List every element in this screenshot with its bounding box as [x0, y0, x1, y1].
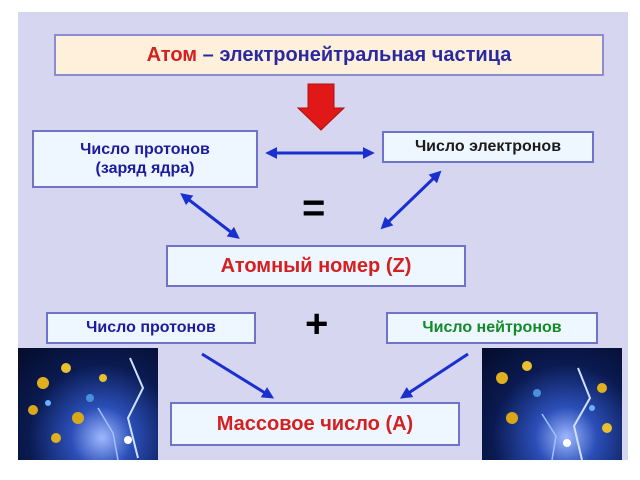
atomic-number-box: Атомный номер (Z)	[166, 245, 466, 287]
title-box: Атом – электронейтральная частица	[54, 34, 604, 76]
particles-illustration-right	[496, 361, 612, 460]
slide: Атом – электронейтральная частица Число …	[18, 12, 628, 460]
electrons-label: Число электронов	[414, 138, 562, 156]
protons-charge-line1: Число протонов	[80, 140, 210, 158]
protons-charge-line2: (заряд ядра)	[95, 160, 195, 177]
title-atom: Атом	[146, 44, 198, 66]
particles-image-left	[18, 348, 158, 460]
protons-charge-box: Число протонов (заряд ядра)	[32, 130, 258, 188]
plus-sign: +	[305, 302, 329, 346]
title-rest: – электронейтральная частица	[197, 44, 512, 66]
protons-box: Число протонов	[46, 312, 256, 344]
neutrons-label: Число нейтронов	[422, 319, 562, 337]
equals-sign: =	[302, 186, 326, 230]
neutrons-box: Число нейтронов	[386, 312, 598, 344]
electrons-box: Число электронов	[382, 131, 594, 163]
down-arrow	[296, 83, 346, 131]
mass-number-box: Массовое число (А)	[170, 402, 460, 446]
electrons-atomic-arrow	[380, 170, 442, 230]
particles-illustration-left	[28, 357, 145, 460]
atomic-number-label: Атомный номер (Z)	[220, 255, 412, 277]
particles-image-right	[482, 348, 622, 460]
arrows-layer	[180, 83, 469, 399]
mass-number-label: Массовое число (А)	[216, 413, 414, 435]
protons-mass-arrow	[201, 352, 275, 399]
protons-label: Число протонов	[86, 319, 216, 337]
protons-atomic-arrow	[180, 193, 240, 239]
neutrons-mass-arrow	[399, 352, 469, 399]
